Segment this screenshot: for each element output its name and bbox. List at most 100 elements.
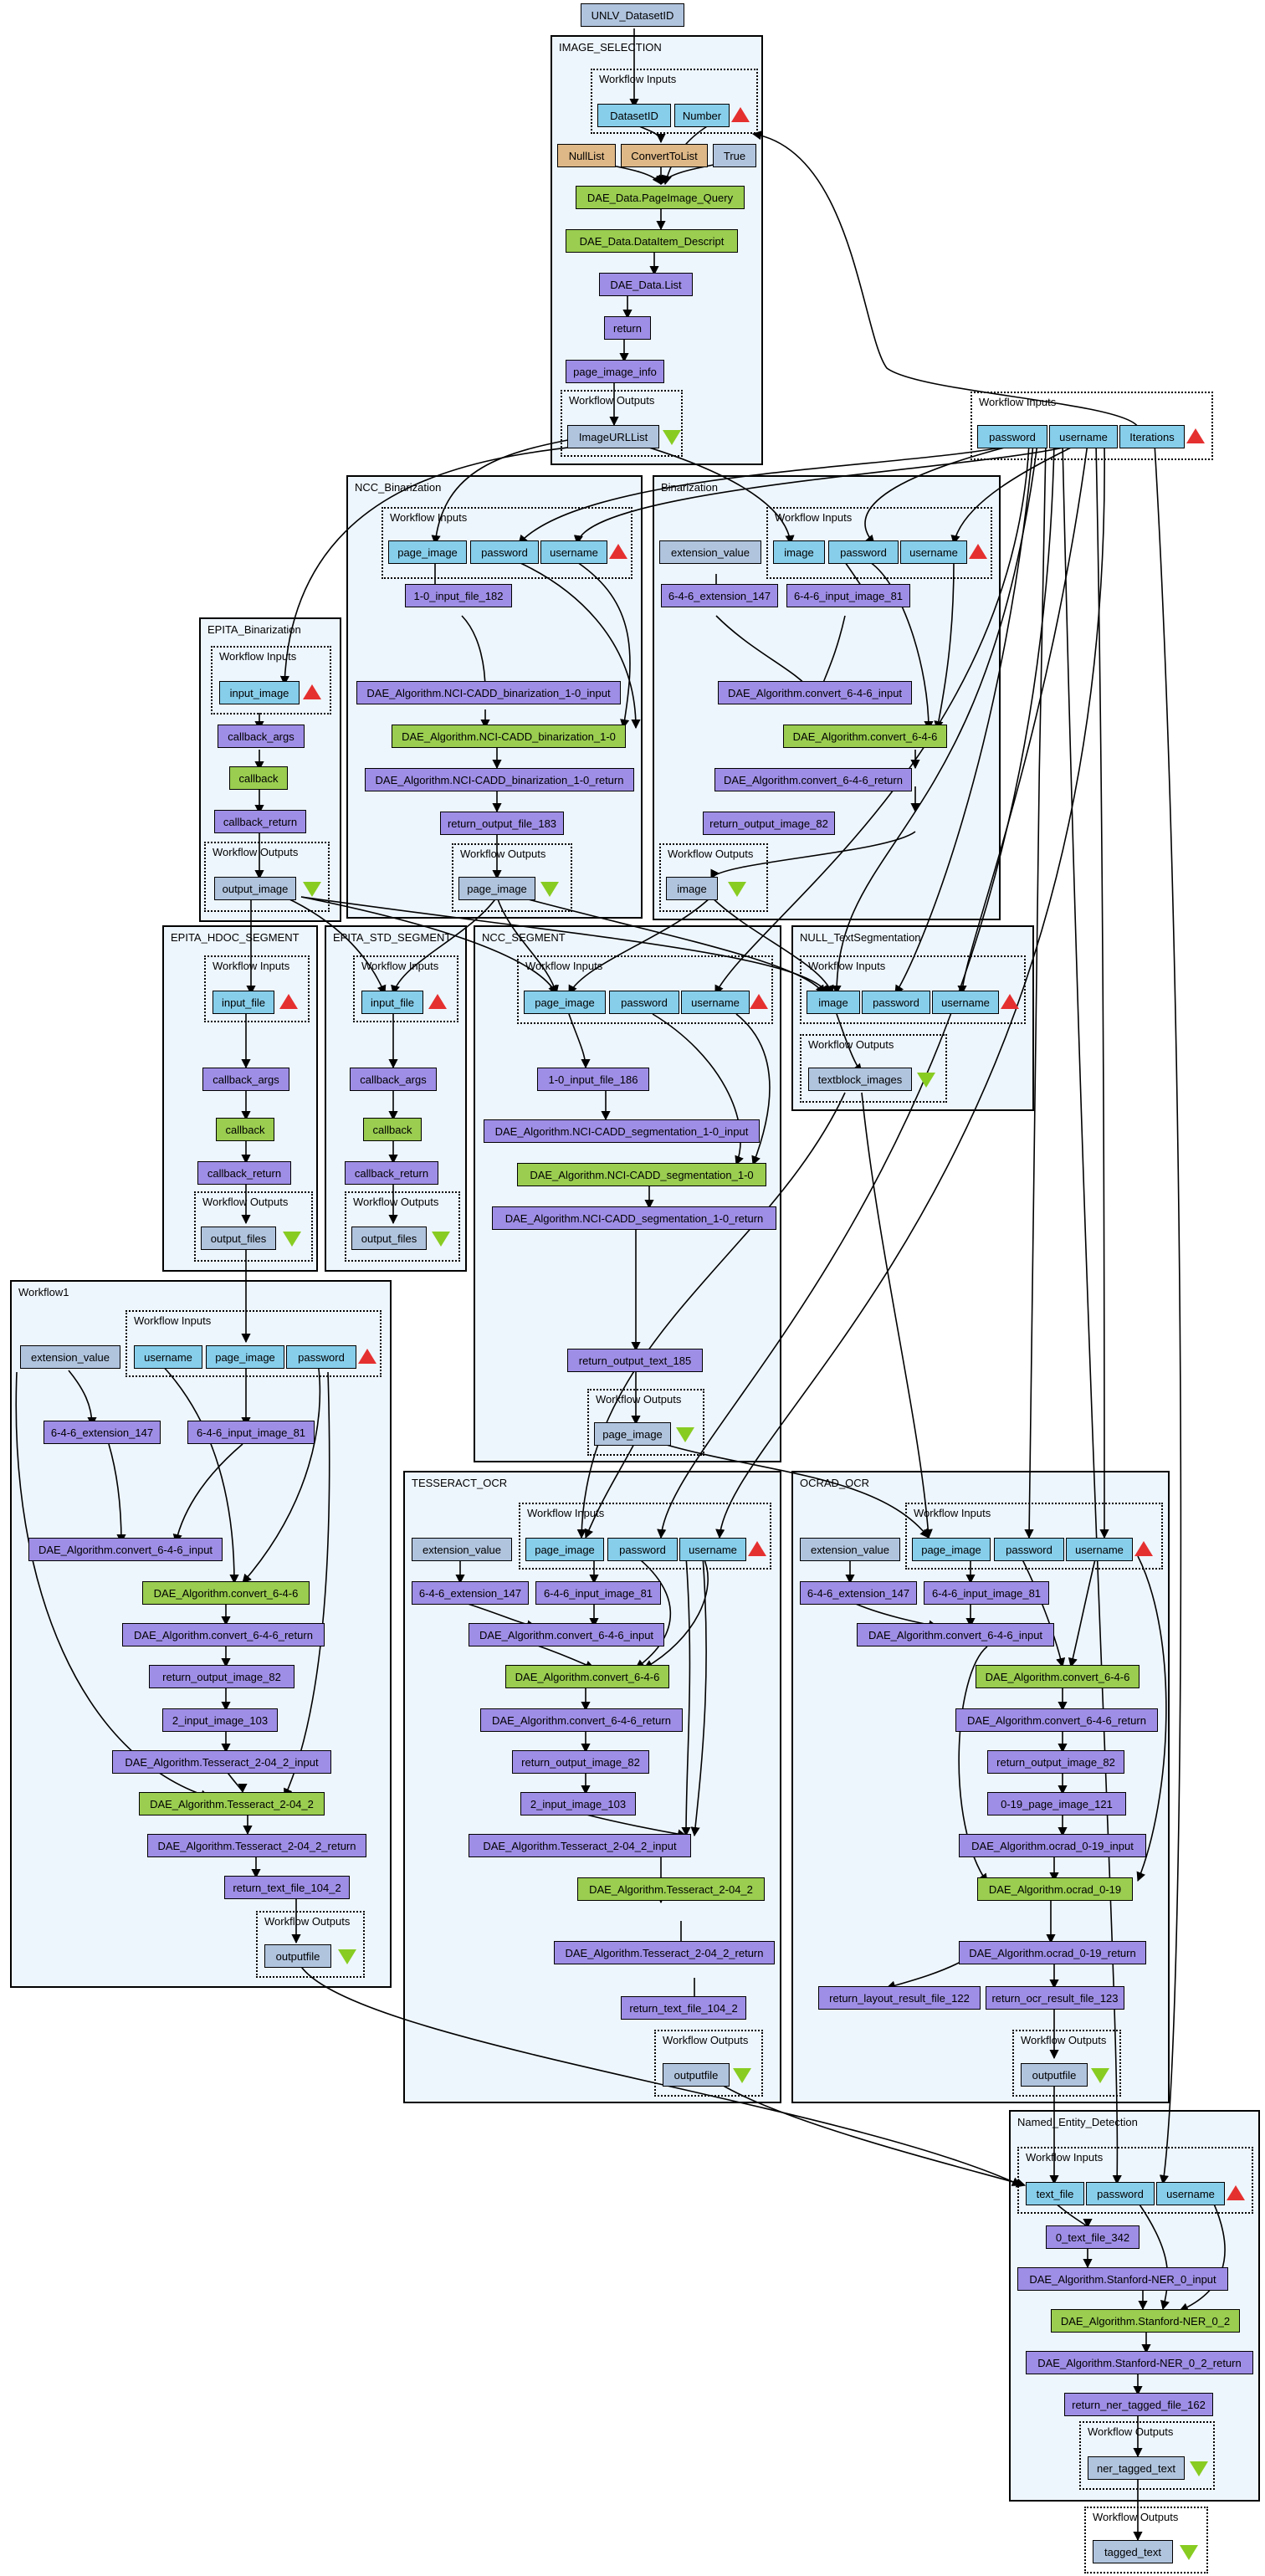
input-username[interactable]: username: [900, 540, 967, 564]
input-password[interactable]: password: [1086, 2182, 1155, 2205]
input-username[interactable]: username: [932, 991, 999, 1014]
step-nci-segmentation[interactable]: DAE_Algorithm.NCI-CADD_segmentation_1-0: [517, 1163, 766, 1186]
step-646-input-image-81[interactable]: 6-4-6_input_image_81: [924, 1581, 1049, 1605]
step-convert-input[interactable]: DAE_Algorithm.convert_6-4-6_input: [28, 1538, 223, 1561]
input-username[interactable]: username: [681, 991, 750, 1014]
step-convert-input[interactable]: DAE_Algorithm.convert_6-4-6_input: [469, 1623, 664, 1646]
output-tagged-text[interactable]: tagged_text: [1093, 2540, 1173, 2563]
step-return-text-file-104-2[interactable]: return_text_file_104_2: [224, 1876, 350, 1899]
step-callback-return[interactable]: callback_return: [214, 810, 306, 833]
output-output-image[interactable]: output_image: [214, 877, 296, 900]
step-return[interactable]: return: [604, 316, 651, 340]
input-image[interactable]: image: [773, 540, 825, 564]
step-stanford-ner-input[interactable]: DAE_Algorithm.Stanford-NER_0_input: [1017, 2267, 1228, 2291]
input-password[interactable]: password: [609, 991, 679, 1014]
step-callback-return[interactable]: callback_return: [345, 1161, 438, 1185]
step-callback-args[interactable]: callback_args: [202, 1068, 289, 1091]
input-input-file[interactable]: input_file: [213, 991, 274, 1014]
step-input-file-182[interactable]: 1-0_input_file_182: [405, 584, 512, 607]
const-extension-value[interactable]: extension_value: [20, 1345, 120, 1369]
input-password[interactable]: password: [286, 1345, 356, 1369]
step-2-input-image-103[interactable]: 2_input_image_103: [520, 1792, 636, 1815]
step-callback[interactable]: callback: [216, 1118, 274, 1141]
step-convert-return[interactable]: DAE_Algorithm.convert_6-4-6_return: [122, 1623, 325, 1646]
step-convert[interactable]: DAE_Algorithm.convert_6-4-6: [976, 1665, 1140, 1688]
step-convert-input[interactable]: DAE_Algorithm.convert_6-4-6_input: [718, 681, 912, 704]
output-output-files[interactable]: output_files: [351, 1227, 427, 1250]
step-646-input-image-81[interactable]: 6-4-6_input_image_81: [187, 1421, 315, 1444]
step-ocrad-input[interactable]: DAE_Algorithm.ocrad_0-19_input: [959, 1834, 1146, 1857]
step-return-layout-result-file-122[interactable]: return_layout_result_file_122: [818, 1986, 981, 2010]
step-tesseract-input[interactable]: DAE_Algorithm.Tesseract_2-04_2_input: [469, 1834, 691, 1857]
unlv-datasetid-node[interactable]: UNLV_DatasetID: [581, 3, 684, 27]
const-extension-value[interactable]: extension_value: [659, 540, 761, 564]
global-password[interactable]: password: [977, 425, 1047, 448]
input-page-image[interactable]: page_image: [388, 540, 467, 564]
input-page-image[interactable]: page_image: [206, 1345, 284, 1369]
step-0-19-page-image-121[interactable]: 0-19_page_image_121: [987, 1792, 1126, 1815]
const-converttolist[interactable]: ConvertToList: [621, 144, 708, 167]
step-tesseract[interactable]: DAE_Algorithm.Tesseract_2-04_2: [139, 1792, 325, 1815]
output-imageurllist[interactable]: ImageURLList: [567, 425, 659, 448]
input-password[interactable]: password: [470, 540, 539, 564]
input-password[interactable]: password: [994, 1538, 1064, 1561]
step-ocrad-return[interactable]: DAE_Algorithm.ocrad_0-19_return: [959, 1941, 1146, 1964]
step-tesseract-return[interactable]: DAE_Algorithm.Tesseract_2-04_2_return: [147, 1834, 366, 1857]
step-callback[interactable]: callback: [229, 766, 288, 790]
step-convert-return[interactable]: DAE_Algorithm.convert_6-4-6_return: [955, 1708, 1158, 1732]
input-input-file[interactable]: input_file: [361, 991, 423, 1014]
step-convert[interactable]: DAE_Algorithm.convert_6-4-6: [505, 1665, 669, 1688]
step-dataitem-descript[interactable]: DAE_Data.DataItem_Descript: [566, 229, 738, 253]
step-convert-return[interactable]: DAE_Algorithm.convert_6-4-6_return: [480, 1708, 683, 1732]
step-tesseract[interactable]: DAE_Algorithm.Tesseract_2-04_2: [577, 1877, 765, 1901]
global-username[interactable]: username: [1049, 425, 1118, 448]
step-callback-args[interactable]: callback_args: [218, 725, 305, 748]
step-nci-binarization-input[interactable]: DAE_Algorithm.NCI-CADD_binarization_1-0_…: [356, 681, 621, 704]
step-stanford-ner[interactable]: DAE_Algorithm.Stanford-NER_0_2: [1051, 2309, 1240, 2333]
step-0-text-file-342[interactable]: 0_text_file_342: [1046, 2225, 1140, 2249]
input-page-image[interactable]: page_image: [524, 991, 606, 1014]
step-646-extension-147[interactable]: 6-4-6_extension_147: [412, 1581, 529, 1605]
step-data-list[interactable]: DAE_Data.List: [599, 273, 693, 296]
step-646-extension-147[interactable]: 6-4-6_extension_147: [44, 1421, 161, 1444]
step-return-output-text-185[interactable]: return_output_text_185: [567, 1349, 703, 1372]
output-textblock-images[interactable]: textblock_images: [808, 1068, 912, 1091]
input-page-image[interactable]: page_image: [525, 1538, 604, 1561]
step-stanford-ner-return[interactable]: DAE_Algorithm.Stanford-NER_0_2_return: [1026, 2351, 1253, 2374]
output-output-files[interactable]: output_files: [201, 1227, 276, 1250]
step-tesseract-input[interactable]: DAE_Algorithm.Tesseract_2-04_2_input: [112, 1750, 331, 1774]
output-outputfile[interactable]: outputfile: [663, 2063, 730, 2087]
step-return-output-image-82[interactable]: return_output_image_82: [149, 1665, 294, 1688]
input-username[interactable]: username: [679, 1538, 746, 1561]
step-convert-return[interactable]: DAE_Algorithm.convert_6-4-6_return: [714, 768, 912, 791]
step-input-file-186[interactable]: 1-0_input_file_186: [537, 1068, 649, 1091]
step-convert[interactable]: DAE_Algorithm.convert_6-4-6: [783, 725, 947, 748]
input-password[interactable]: password: [607, 1538, 678, 1561]
input-input-image[interactable]: input_image: [219, 681, 300, 704]
step-return-output-image-82[interactable]: return_output_image_82: [703, 812, 835, 835]
step-callback[interactable]: callback: [363, 1118, 422, 1141]
step-return-output-image-82[interactable]: return_output_image_82: [512, 1750, 649, 1774]
output-image[interactable]: image: [666, 877, 718, 900]
const-extension-value[interactable]: extension_value: [800, 1538, 900, 1561]
output-outputfile[interactable]: outputfile: [1021, 2063, 1088, 2087]
const-extension-value[interactable]: extension_value: [412, 1538, 512, 1561]
step-callback-args[interactable]: callback_args: [350, 1068, 437, 1091]
input-datasetid[interactable]: DatasetID: [597, 104, 671, 127]
output-page-image[interactable]: page_image: [458, 877, 535, 900]
step-convert[interactable]: DAE_Algorithm.convert_6-4-6: [142, 1581, 310, 1605]
input-username[interactable]: username: [1156, 2182, 1225, 2205]
step-nci-binarization-return[interactable]: DAE_Algorithm.NCI-CADD_binarization_1-0_…: [365, 768, 634, 791]
step-return-ner-tagged-file-162[interactable]: return_ner_tagged_file_162: [1064, 2393, 1213, 2416]
step-return-text-file-104-2[interactable]: return_text_file_104_2: [621, 1996, 746, 2020]
step-nci-segmentation-input[interactable]: DAE_Algorithm.NCI-CADD_segmentation_1-0_…: [484, 1119, 760, 1143]
input-number[interactable]: Number: [674, 104, 730, 127]
step-646-input-image-81[interactable]: 6-4-6_input_image_81: [535, 1581, 661, 1605]
step-return-output-image-82[interactable]: return_output_image_82: [987, 1750, 1124, 1774]
global-iterations[interactable]: Iterations: [1119, 425, 1185, 448]
input-image[interactable]: image: [807, 991, 860, 1014]
input-username[interactable]: username: [1066, 1538, 1133, 1561]
input-page-image[interactable]: page_image: [912, 1538, 991, 1561]
input-password[interactable]: password: [862, 991, 930, 1014]
const-nulllist[interactable]: NullList: [557, 144, 616, 167]
